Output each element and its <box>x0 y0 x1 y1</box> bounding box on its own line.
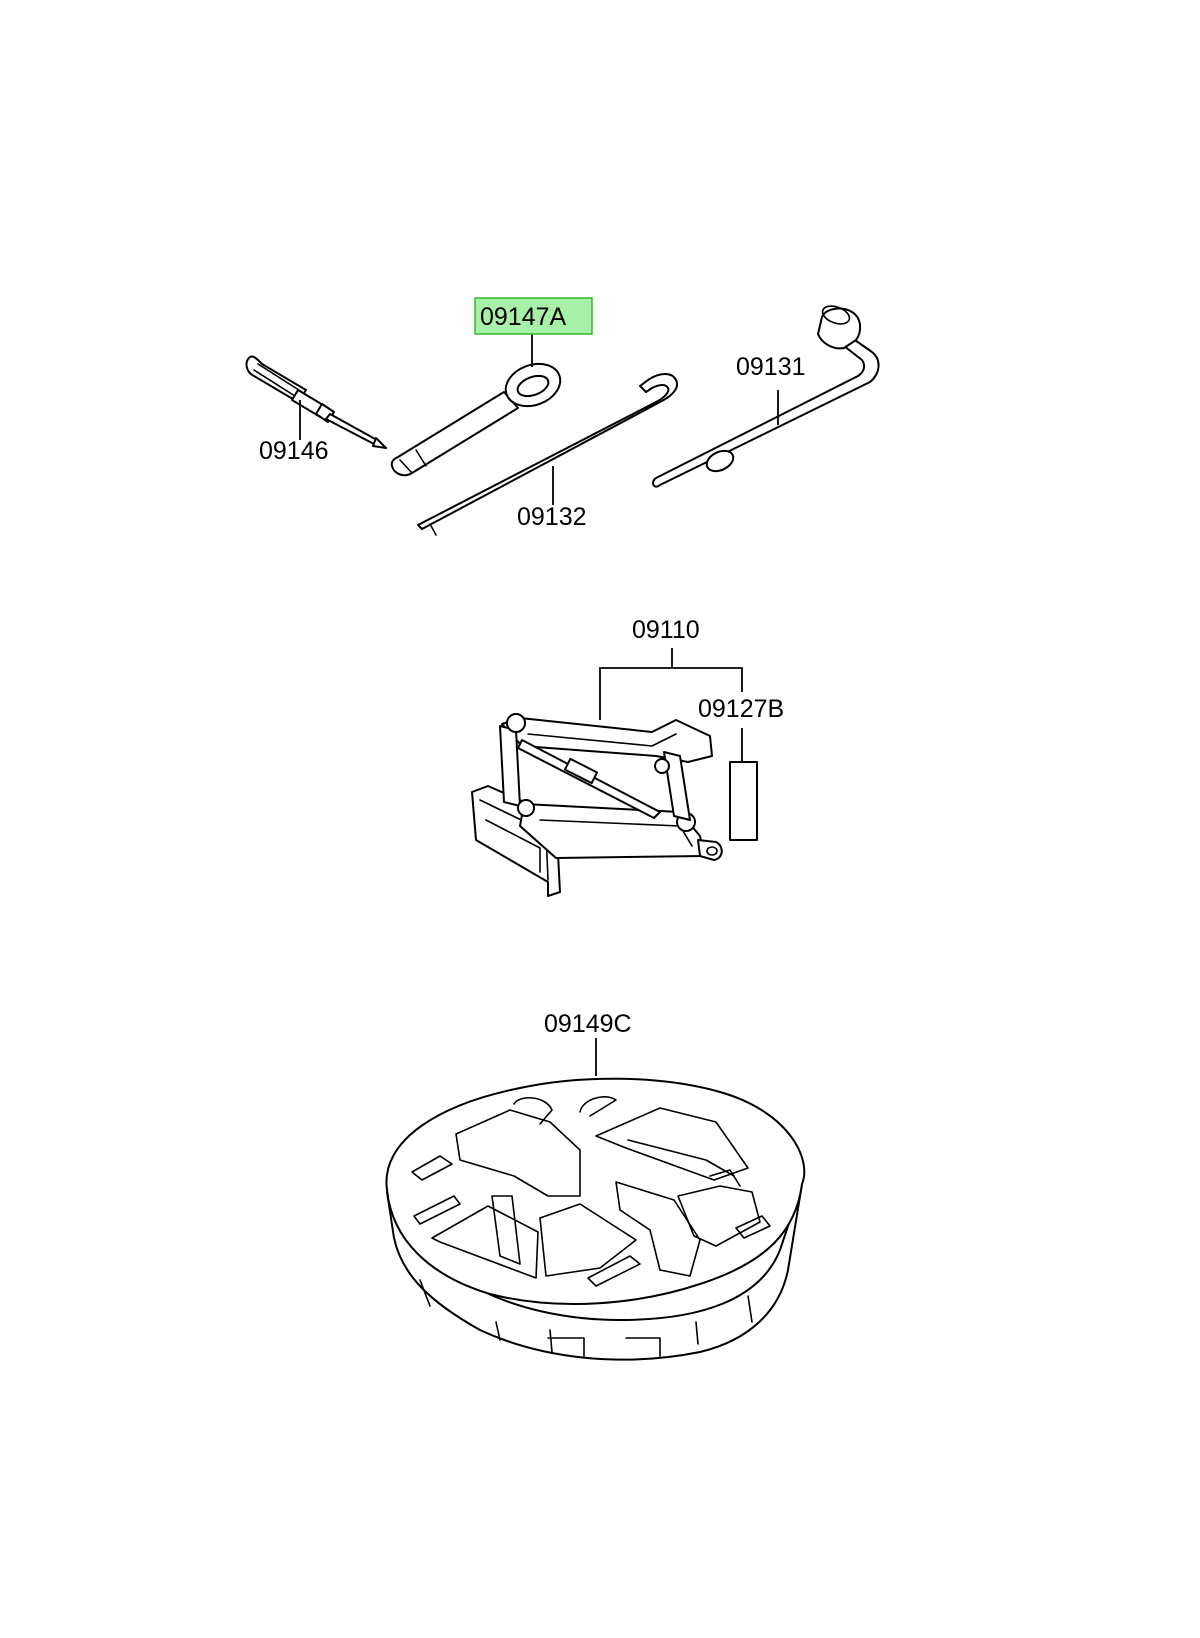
jack-pad-part-09127B <box>729 761 758 841</box>
callout-09131[interactable]: 09131 <box>736 353 806 381</box>
callout-09147A[interactable]: 09147A <box>474 297 593 335</box>
callout-label-09127B: 09127B <box>698 695 784 723</box>
callout-09146[interactable]: 09146 <box>259 437 329 465</box>
callout-09132[interactable]: 09132 <box>517 503 587 531</box>
callout-label-09149C: 09149C <box>544 1010 632 1038</box>
jack-part-09110 <box>471 713 723 897</box>
jack-handle-part-09132 <box>417 373 678 536</box>
callout-label-09146: 09146 <box>259 437 329 465</box>
callout-highlight-box <box>474 297 593 335</box>
callout-label-09110: 09110 <box>632 616 700 644</box>
callout-09149C[interactable]: 09149C <box>544 1010 632 1038</box>
callout-label-09147A: 09147A <box>480 303 567 331</box>
callout-label-09131: 09131 <box>736 353 806 381</box>
towing-hook-part-09147A <box>390 362 562 477</box>
wheel-wrench-part-09131 <box>652 305 880 488</box>
tool-tray-part-09149C <box>385 1077 806 1361</box>
callout-09127B[interactable]: 09127B <box>698 695 784 723</box>
screwdriver-part-09146 <box>245 355 387 449</box>
callout-09110[interactable]: 09110 <box>632 616 700 644</box>
callout-label-09132: 09132 <box>517 503 587 531</box>
